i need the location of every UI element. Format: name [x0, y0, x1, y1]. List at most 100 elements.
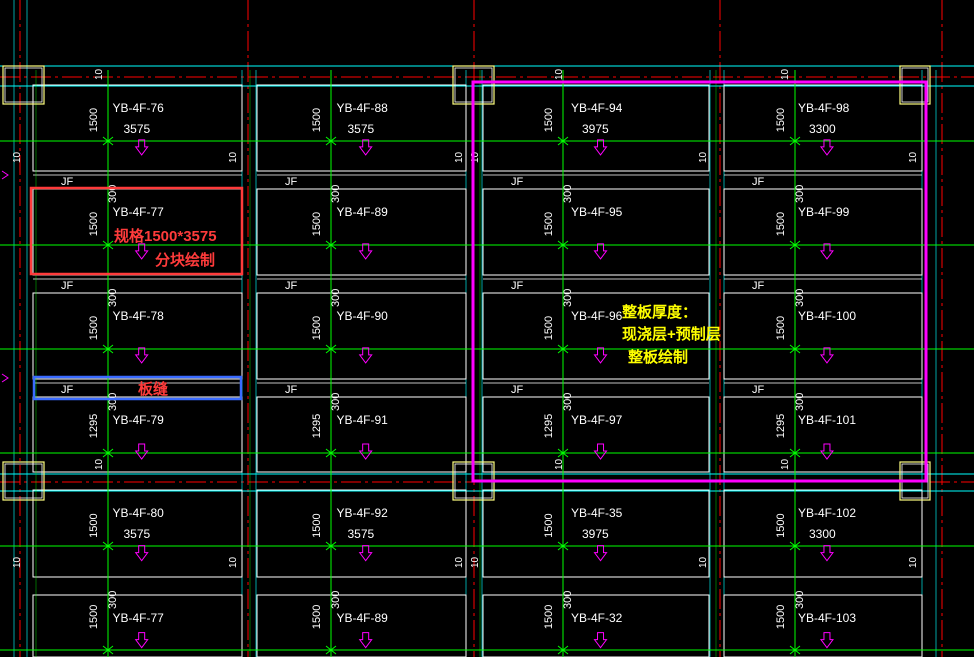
panel-label: YB-4F-32: [571, 611, 623, 625]
edge-dim-label: 10: [698, 151, 709, 163]
direction-arrow-icon: [819, 443, 834, 460]
seam-annotation: 板缝: [138, 380, 168, 398]
slab-panel: [256, 188, 467, 276]
panel-width-dim: 1500: [775, 108, 787, 132]
direction-arrow-icon: [358, 243, 373, 260]
column-inner: [4, 463, 43, 499]
slab-panel: [723, 396, 923, 473]
joint-label: JF: [511, 384, 524, 396]
panel-secondary-dim: 300: [330, 289, 342, 307]
grid-tick: [102, 645, 114, 655]
red-block-annotation: 分块绘制: [155, 251, 215, 269]
direction-arrow-icon: [819, 243, 834, 260]
panel-label: YB-4F-80: [113, 506, 165, 520]
slab-panel: [723, 594, 923, 657]
slab-panel: [482, 84, 710, 172]
slab-panel: [723, 292, 923, 380]
slab-draw-annotation: 整板绘制: [628, 348, 688, 366]
panel-width-dim: 1500: [775, 605, 787, 629]
grid-tick: [102, 448, 114, 458]
panel-text-layer: YB-4F-7635751500JFYB-4F-8835751500JFYB-4…: [1, 68, 919, 649]
direction-arrow-icon: [819, 139, 834, 156]
panel-label: YB-4F-77: [113, 611, 165, 625]
panel-label: YB-4F-90: [337, 309, 389, 323]
edge-dim-label: 10: [228, 556, 239, 568]
grid-tick: [102, 541, 114, 551]
slab-panel: [256, 594, 467, 657]
column-outline: [2, 65, 45, 105]
panel-secondary-dim: 300: [794, 289, 806, 307]
panel-width-dim: 1500: [88, 605, 100, 629]
panel-width-dim: 1500: [311, 108, 323, 132]
edge-dim-label: 10: [454, 151, 465, 163]
edge-dim-label: 10: [554, 458, 565, 470]
edge-dim-label: 10: [908, 556, 919, 568]
panel-width-dim: 1500: [88, 108, 100, 132]
edge-dim-label: 10: [470, 151, 481, 163]
slab-panel: [723, 489, 923, 578]
panel-secondary-dim: 300: [794, 393, 806, 411]
panel-width-dim: 1500: [543, 108, 555, 132]
panel-label: YB-4F-35: [571, 506, 623, 520]
slab-panel: [256, 84, 467, 172]
direction-arrow-icon: [593, 632, 608, 649]
panel-secondary-dim: 300: [330, 591, 342, 609]
grid-tick: [557, 344, 569, 354]
edge-dim-label: 10: [554, 68, 565, 80]
panel-width-dim: 1500: [543, 212, 555, 236]
joint-label: JF: [61, 280, 74, 292]
panel-label: YB-4F-102: [798, 506, 856, 520]
joint-label: JF: [752, 280, 765, 292]
grid-tick: [557, 645, 569, 655]
direction-arrow-icon: [358, 443, 373, 460]
direction-arrow-icon: [819, 347, 834, 364]
edge-dim-label: 10: [12, 556, 23, 568]
direction-arrow-icon: [358, 347, 373, 364]
panel-width-dim: 1295: [543, 414, 555, 438]
panel-label: YB-4F-100: [798, 309, 856, 323]
panel-label: YB-4F-89: [337, 205, 389, 219]
edge-dim-label: 10: [454, 556, 465, 568]
joint-label: JF: [752, 176, 765, 188]
edge-dim-label: 10: [908, 151, 919, 163]
edge-marker-icon: [1, 373, 9, 383]
direction-arrow-icon: [134, 347, 149, 364]
grid-tick: [102, 136, 114, 146]
column-outline: [2, 461, 45, 501]
slab-thickness-annotation: 整板厚度：: [622, 303, 697, 321]
column-outline: [899, 65, 931, 105]
direction-arrow-icon: [593, 443, 608, 460]
grid-tick: [325, 541, 337, 551]
joint-label: JF: [511, 176, 524, 188]
panel-label: YB-4F-77: [113, 205, 165, 219]
panel-length: 3575: [348, 527, 375, 541]
direction-arrow-icon: [593, 139, 608, 156]
grid-tick: [789, 344, 801, 354]
blue-seam-box: [32, 375, 243, 401]
panel-secondary-dim: 300: [562, 393, 574, 411]
grid-tick: [325, 136, 337, 146]
slab-panel: [32, 594, 243, 657]
direction-arrow-icon: [819, 545, 834, 562]
panel-length: 3575: [348, 122, 375, 136]
direction-arrow-icon: [593, 347, 608, 364]
slab-panel: [256, 396, 467, 473]
direction-arrow-icon: [358, 545, 373, 562]
panel-secondary-dim: 300: [562, 289, 574, 307]
panel-secondary-dim: 300: [107, 393, 119, 411]
panel-label: YB-4F-94: [571, 101, 623, 115]
panel-secondary-dim: 300: [562, 185, 574, 203]
panel-width-dim: 1500: [311, 212, 323, 236]
panel-label: YB-4F-103: [798, 611, 856, 625]
grid-tick: [789, 645, 801, 655]
panel-width-dim: 1295: [311, 414, 323, 438]
panel-label: YB-4F-96: [571, 309, 623, 323]
edge-dim-label: 10: [780, 458, 791, 470]
joint-label: JF: [285, 384, 298, 396]
panel-length: 3575: [124, 527, 151, 541]
direction-arrow-icon: [134, 243, 149, 260]
slab-layers-annotation: 现浇层+预制层: [622, 325, 721, 343]
panel-width-dim: 1500: [775, 513, 787, 537]
